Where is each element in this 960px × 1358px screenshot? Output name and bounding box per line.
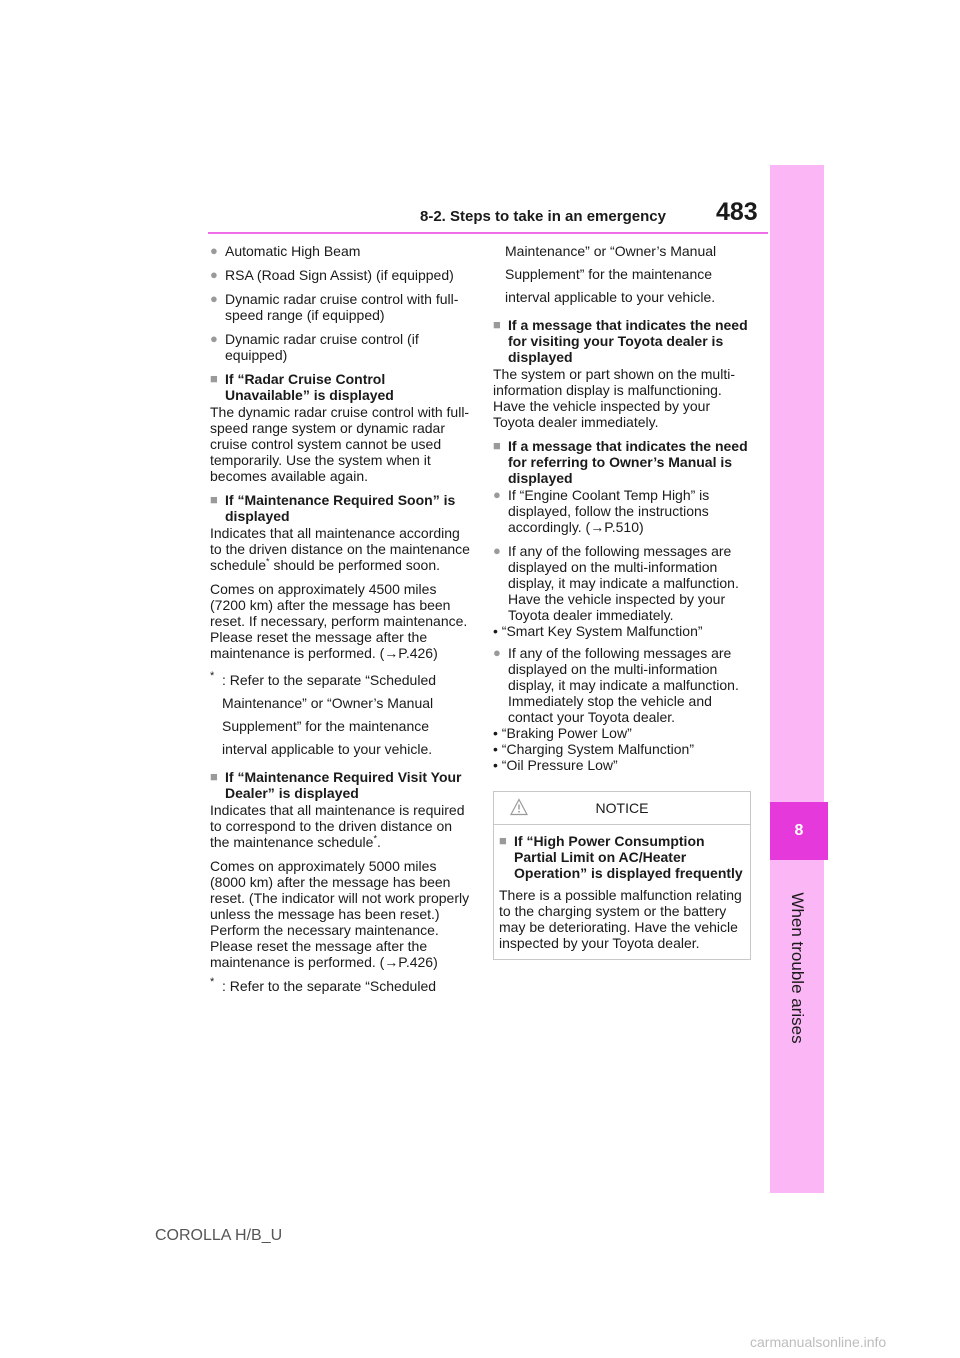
- notice-header: NOTICE: [494, 792, 750, 825]
- message-item: • “Charging System Malfunction”: [493, 741, 694, 757]
- section-heading: If “Maintenance Required Visit Your Deal…: [210, 769, 470, 801]
- notice-body: If “High Power Consumption Partial Limit…: [494, 825, 750, 959]
- section-heading: If a message that indicates the need for…: [493, 438, 751, 486]
- section-body: Indicates that all maintenance according…: [210, 525, 470, 573]
- section-heading: If a message that indicates the need for…: [493, 317, 751, 365]
- list-item: Dynamic radar cruise control (if equippe…: [210, 331, 470, 363]
- watermark: carmanualsonline.info: [750, 1334, 887, 1350]
- warning-triangle-icon: [510, 798, 528, 816]
- right-column: Maintenance” or “Owner’s Manual Suppleme…: [493, 243, 751, 960]
- footnote-continuation: Maintenance” or “Owner’s Manual Suppleme…: [505, 243, 717, 305]
- page-number: 483: [716, 198, 758, 226]
- list-item: If “Engine Coolant Temp High” is display…: [493, 487, 751, 535]
- section-body: The dynamic radar cruise control with fu…: [210, 404, 470, 484]
- message-item: • “Oil Pressure Low”: [493, 757, 618, 773]
- notice-text: There is a possible malfunction relating…: [499, 887, 742, 951]
- section-body: Comes on approximately 4500 miles (7200 …: [210, 581, 468, 661]
- message-item: • “Smart Key System Malfunction”: [493, 623, 703, 639]
- list-item: Automatic High Beam: [210, 243, 470, 259]
- list-item: If any of the following messages are dis…: [493, 645, 751, 725]
- list-item: If any of the following messages are dis…: [493, 543, 751, 623]
- section-title: 8-2. Steps to take in an emergency: [420, 208, 666, 225]
- section-heading: If “Radar Cruise Control Unavailable” is…: [210, 371, 470, 403]
- chapter-label: When trouble arises: [788, 892, 807, 1044]
- model-footer: COROLLA H/B_U: [155, 1227, 283, 1244]
- list-item: RSA (Road Sign Assist) (if equipped): [210, 267, 470, 283]
- notice-title: NOTICE: [595, 800, 649, 816]
- message-item: • “Braking Power Low”: [493, 725, 632, 741]
- section-body: Comes on approximately 5000 miles (8000 …: [210, 858, 470, 970]
- chapter-number: 8: [770, 802, 828, 860]
- footnote: *: Refer to the separate “Scheduled: [210, 976, 437, 994]
- notice-heading: If “High Power Consumption Partial Limit…: [499, 833, 745, 881]
- left-column: Automatic High Beam RSA (Road Sign Assis…: [210, 243, 470, 1002]
- list-item: Dynamic radar cruise control with full-s…: [210, 291, 470, 323]
- section-body: Indicates that all maintenance is requir…: [210, 802, 465, 850]
- header-rule: [208, 232, 768, 234]
- section-heading: If “Maintenance Required Soon” is displa…: [210, 492, 470, 524]
- notice-box: NOTICE If “High Power Consumption Partia…: [493, 791, 751, 960]
- chapter-side-tab: [770, 165, 824, 1193]
- footnote: *: Refer to the separate “Scheduled Main…: [210, 670, 437, 757]
- section-body: The system or part shown on the multi-in…: [493, 366, 735, 430]
